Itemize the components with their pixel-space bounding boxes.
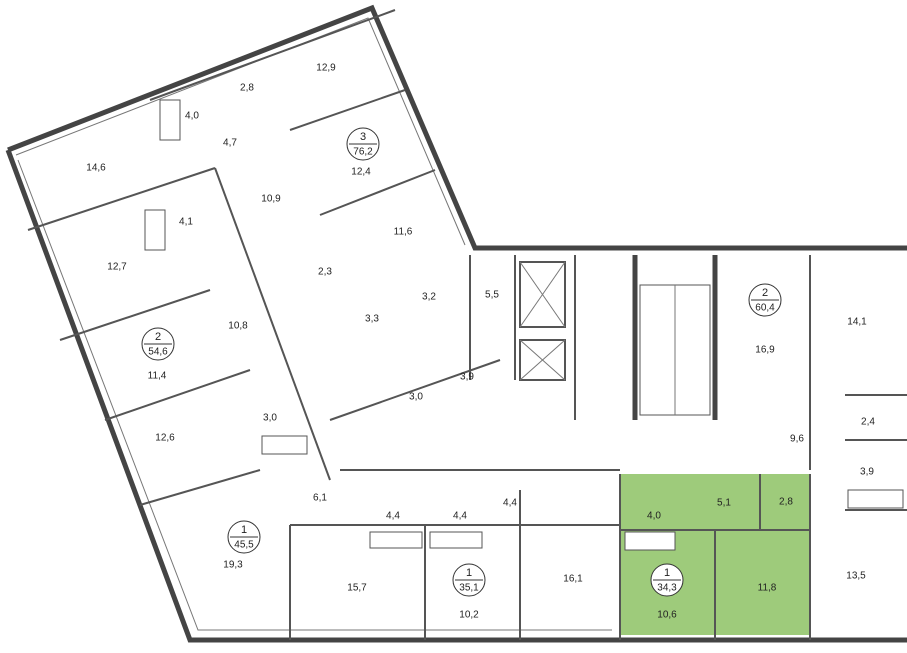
room-area: 19,3 [223, 560, 243, 571]
elevator-shafts [519, 261, 566, 381]
room-area: 4,7 [223, 138, 237, 149]
apartment-area: 54,6 [148, 347, 168, 358]
apartment-marker[interactable]: 2 60,4 [748, 283, 782, 317]
room-area: 14,1 [847, 317, 867, 328]
apartment-number: 1 [241, 524, 247, 536]
apartment-number: 3 [360, 131, 366, 143]
room-area: 4,4 [503, 498, 517, 509]
room-labels: 12,9 2,8 4,0 4,7 14,6 12,4 10,9 4,1 11,6… [86, 63, 875, 621]
room-area: 15,7 [347, 583, 367, 594]
room-area: 3,9 [460, 372, 474, 383]
apartment-area: 45,5 [234, 540, 254, 551]
room-area: 13,5 [846, 571, 866, 582]
room-area: 16,1 [563, 574, 583, 585]
apartment-marker[interactable]: 3 76,2 [346, 127, 380, 161]
room-area: 5,5 [485, 290, 499, 301]
room-area: 6,1 [313, 493, 327, 504]
apartment-area: 76,2 [353, 147, 373, 158]
apartment-area: 60,4 [755, 303, 775, 314]
apartment-marker[interactable]: 2 54,6 [141, 327, 175, 361]
room-area: 16,9 [755, 345, 775, 356]
interior-walls [27, 9, 907, 640]
room-area: 2,4 [861, 417, 875, 428]
room-area: 12,6 [155, 433, 175, 444]
room-area: 3,2 [422, 292, 436, 303]
room-area: 2,8 [779, 497, 793, 508]
apartment-number: 2 [155, 331, 161, 343]
room-area: 3,0 [263, 413, 277, 424]
room-area: 9,6 [790, 434, 804, 445]
room-area: 4,1 [179, 217, 193, 228]
room-area: 4,0 [185, 111, 199, 122]
apartment-marker[interactable]: 1 35,1 [452, 563, 486, 597]
room-area: 11,4 [148, 371, 167, 382]
apartment-number: 1 [664, 567, 670, 579]
apartment-number: 1 [466, 567, 472, 579]
room-area: 4,4 [386, 511, 400, 522]
apartment-marker[interactable]: 1 45,5 [227, 520, 261, 554]
apartment-number: 2 [762, 287, 768, 299]
apartment-area: 34,3 [657, 583, 677, 594]
room-area: 3,3 [365, 314, 379, 325]
room-area: 14,6 [86, 163, 106, 174]
room-area: 11,6 [394, 227, 413, 238]
room-area: 12,7 [107, 262, 127, 273]
staircase [639, 284, 711, 416]
room-area: 10,6 [657, 610, 677, 621]
outer-walls [5, 4, 907, 643]
room-area: 2,3 [318, 267, 332, 278]
room-area: 10,9 [261, 194, 281, 205]
apartment-marker[interactable]: 1 34,3 [650, 563, 684, 597]
bathroom-fixtures [144, 99, 904, 551]
room-area: 3,9 [860, 467, 874, 478]
room-area: 10,8 [228, 321, 248, 332]
room-area: 3,0 [409, 392, 423, 403]
room-area: 12,4 [351, 167, 371, 178]
room-area: 4,0 [647, 511, 661, 522]
room-area: 10,2 [459, 610, 479, 621]
room-area: 5,1 [717, 498, 731, 509]
room-area: 2,8 [240, 83, 254, 94]
room-area: 12,9 [316, 63, 336, 74]
room-area: 11,8 [758, 583, 777, 594]
apartment-area: 35,1 [459, 583, 479, 594]
room-area: 4,4 [453, 511, 467, 522]
